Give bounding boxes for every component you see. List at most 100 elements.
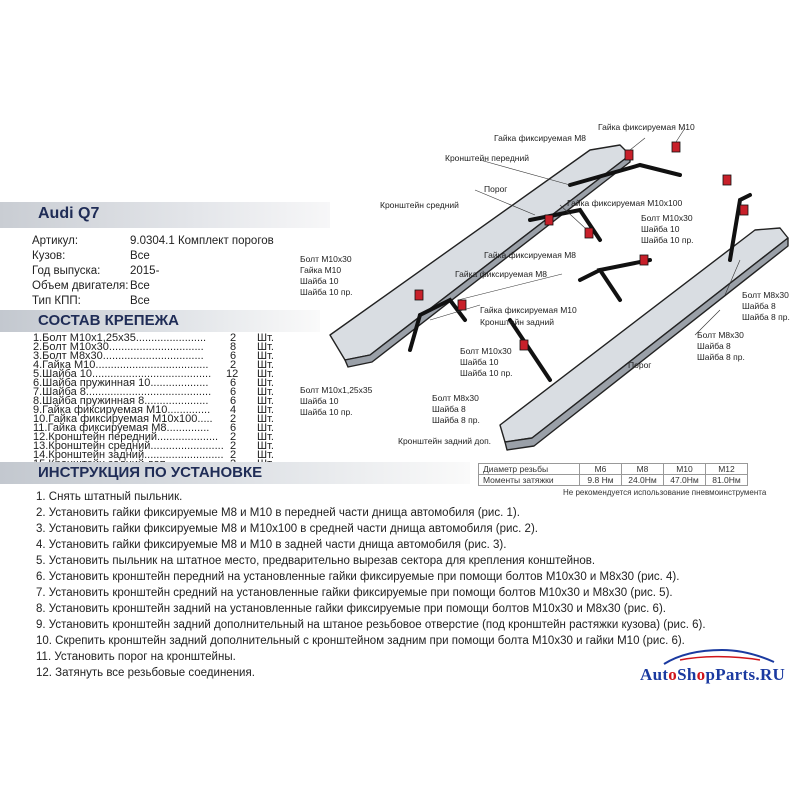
torque-header: Моменты затяжки (478, 474, 580, 486)
part-name: 14.Кронштейн задний.....................… (33, 449, 224, 461)
fixing-nut-red (639, 254, 649, 266)
part-name: 9.Гайка фиксируемая М10.............. (33, 404, 211, 416)
spec-label: Тип КПП: (32, 295, 81, 307)
part-qty: 8 (230, 341, 237, 353)
part-name: 3.Болт М8х30............................… (33, 350, 204, 362)
instruction-step: 9. Установить кронштейн задний дополните… (36, 619, 706, 631)
part-qty: 6 (230, 395, 237, 407)
instruction-step: 12. Затянуть все резьбовые соединения. (36, 667, 255, 679)
spec-label: Кузов: (32, 250, 66, 262)
diagram-label: Кронштейн задний (480, 317, 555, 327)
part-name: 13.Кронштейн средний....................… (33, 440, 224, 452)
part-unit: Шт. (257, 386, 274, 398)
diagram-label: Шайба 8 (697, 341, 731, 351)
part-name: 1.Болт М10х1,25х35......................… (33, 332, 207, 344)
torque-size: М6 (579, 463, 622, 475)
bracket-front-upper (568, 162, 682, 187)
instructions-title-band (0, 462, 470, 484)
torque-row-values: Моменты затяжки 9.8 Нм 24.0Нм 47.0Нм 81.… (478, 474, 748, 486)
part-name: 11.Гайка фиксируемая М8.............. (33, 422, 210, 434)
spec-value: Все (130, 250, 150, 262)
part-qty: 12 (226, 368, 239, 380)
part-unit: Шт. (257, 350, 274, 362)
fixing-nut-red (739, 204, 749, 216)
diagram-label: Болт М10х1,25х35 (300, 385, 373, 395)
part-qty: 2 (230, 440, 237, 452)
instruction-step: 7. Установить кронштейн средний на устан… (36, 587, 673, 599)
part-unit: Шт. (257, 368, 274, 380)
instruction-step: 6. Установить кронштейн передний на уста… (36, 571, 680, 583)
part-qty: 4 (230, 404, 237, 416)
part-qty: 6 (230, 377, 237, 389)
diagram-label: Гайка фиксируемая М10х100 (567, 198, 683, 208)
torque-value: 81.0Нм (705, 474, 748, 486)
diagram-label: Шайба 8 (432, 404, 466, 414)
spec-label: Объем двигателя: (32, 280, 129, 292)
diagram-label: Болт М10х30 (300, 254, 352, 264)
fixing-nut-red (544, 214, 554, 226)
diagram-label: Порог (628, 360, 652, 370)
fixing-nut-red (414, 289, 424, 301)
model-title: Audi Q7 (38, 205, 100, 222)
parts-title-band (0, 310, 320, 332)
diagram-label: Гайка фиксируемая М8 (494, 133, 587, 143)
torque-size: М8 (621, 463, 664, 475)
part-unit: Шт. (257, 440, 274, 452)
part-name: 12.Кронштейн передний...................… (33, 431, 219, 443)
diagram-label: Порог (484, 184, 508, 194)
part-qty: 2 (230, 431, 237, 443)
diagram-label: Шайба 10 (300, 276, 339, 286)
fixing-nut-red (624, 149, 634, 161)
instruction-step: 2. Установить гайки фиксируемые М8 и М10… (36, 507, 520, 519)
diagram-label: Шайба 8 (742, 301, 776, 311)
fixing-nut-red (671, 141, 681, 153)
instruction-step: 10. Скрепить кронштейн задний дополнител… (36, 635, 685, 647)
running-board-upper (329, 144, 631, 361)
part-qty: 2 (230, 449, 237, 461)
spec-value: Все (130, 295, 150, 307)
torque-row-diameter: Диаметр резьбы М6 М8 М10 М12 (478, 463, 748, 475)
instruction-step: 3. Установить гайки фиксируемые М8 и М10… (36, 523, 538, 535)
part-unit: Шт. (257, 404, 274, 416)
logo-text: Sh (677, 665, 697, 684)
part-unit: Шт. (257, 449, 274, 461)
part-unit: Шт. (257, 359, 274, 371)
torque-size: М12 (705, 463, 748, 475)
torque-value: 9.8 Нм (579, 474, 622, 486)
spec-value: Все (130, 280, 150, 292)
logo-text: Aut (640, 665, 669, 684)
diagram-label: Шайба 10 пр. (300, 287, 353, 297)
fixing-nut-red (584, 227, 594, 239)
diagram-label: Гайка М10 (300, 265, 342, 275)
spec-label: Артикул: (32, 235, 79, 247)
torque-value: 47.0Нм (663, 474, 706, 486)
parts-title: СОСТАВ КРЕПЕЖА (38, 312, 179, 329)
part-unit: Шт. (257, 413, 274, 425)
part-qty: 6 (230, 422, 237, 434)
diagram-label: Шайба 10 (641, 224, 680, 234)
diagram-label: Гайка фиксируемая М10 (598, 122, 695, 132)
diagram-label: Кронштейн задний доп. (398, 436, 492, 446)
bracket-rear-lower (508, 318, 552, 382)
part-name: 7.Шайба 8...............................… (33, 386, 212, 398)
diagram-label: Кронштейн средний (380, 200, 459, 210)
autoshopparts-logo: AutoShopParts.RU (640, 665, 785, 685)
part-name: 5.Шайба 10..............................… (33, 368, 212, 380)
torque-table: Диаметр резьбы М6 М8 М10 М12 Моменты зат… (478, 463, 748, 486)
instruction-step: 4. Установить гайки фиксируемые М8 и М10… (36, 539, 507, 551)
part-qty: 6 (230, 350, 237, 362)
spec-label: Год выпуска: (32, 265, 101, 277)
spec-value: 2015- (130, 265, 160, 277)
diagram-label: Шайба 8 пр. (742, 312, 790, 322)
part-unit: Шт. (257, 422, 274, 434)
instruction-step: 1. Снять штатный пыльник. (36, 491, 183, 503)
fixing-nut-red (457, 299, 467, 311)
logo-text-accent: o (696, 665, 706, 684)
part-qty: 2 (230, 413, 237, 425)
part-qty: 2 (230, 332, 237, 344)
part-unit: Шт. (257, 332, 274, 344)
part-qty: 6 (230, 386, 237, 398)
torque-value: 24.0Нм (621, 474, 664, 486)
instruction-step: 8. Установить кронштейн задний на устано… (36, 603, 666, 615)
part-qty: 2 (230, 359, 237, 371)
